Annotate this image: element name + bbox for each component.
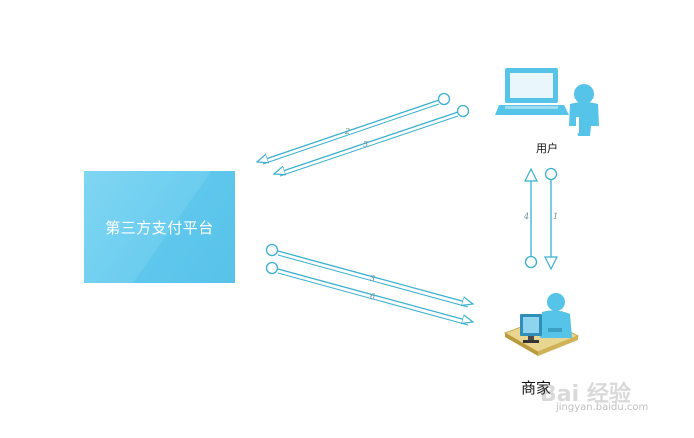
payment-platform-node: 第三方支付平台 <box>84 171 235 283</box>
step-label-3: 3 <box>370 274 375 283</box>
step-label-6: 6 <box>370 292 375 301</box>
flow-user-to-platform-5: 5 <box>274 104 470 177</box>
flow-merchant-to-user-4: 4 <box>523 167 538 269</box>
baidu-watermark-url: jingyan.baidu.com <box>556 402 649 413</box>
flow-user-to-platform-2: 2 <box>257 92 451 165</box>
user-label: 用户 <box>536 142 558 155</box>
flow-user-to-merchant-1: 1 <box>544 167 558 271</box>
flow-platform-to-merchant-3: 3 <box>265 243 474 308</box>
payment-platform-label: 第三方支付平台 <box>105 218 214 237</box>
step-label-5: 5 <box>363 140 368 149</box>
step-label-4: 4 <box>523 212 529 221</box>
user-laptop-icon <box>495 68 569 115</box>
step-label-1: 1 <box>553 212 558 221</box>
baidu-watermark-logo: Bai 经验 <box>540 382 631 407</box>
merchant-label: 商家 <box>521 379 552 397</box>
merchant-monitor-icon <box>520 314 542 343</box>
user-person-icon <box>569 84 599 136</box>
merchant-person-icon <box>540 293 572 338</box>
flow-platform-to-merchant-6: 6 <box>265 261 474 326</box>
step-label-2: 2 <box>344 127 350 136</box>
